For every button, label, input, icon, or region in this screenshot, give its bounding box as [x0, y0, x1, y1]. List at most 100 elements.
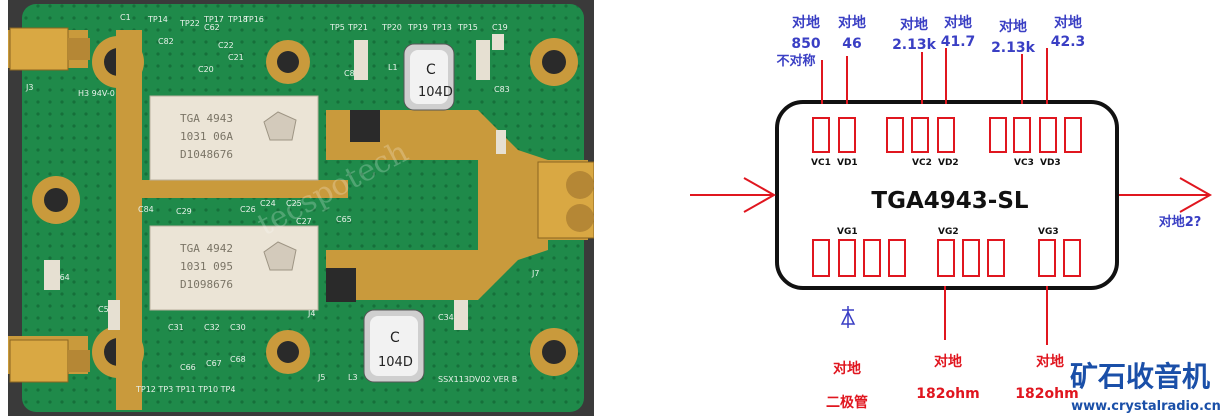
- silk-c65: C65: [336, 215, 352, 224]
- pad-vg3: [1038, 239, 1056, 277]
- vg3-ground-label: 对地: [1036, 353, 1064, 370]
- pad-vc2: [911, 117, 929, 153]
- silk-c21: C21: [228, 53, 244, 62]
- silk-c62: C62: [204, 23, 220, 32]
- vc2-value: 2.13k: [892, 37, 937, 53]
- pin-label-vc2: VC2: [912, 158, 932, 168]
- inductor-bottom-line1: C: [390, 330, 400, 346]
- chip2-line3: D1098676: [180, 278, 233, 291]
- output-ground-note: 对地2?: [1159, 214, 1202, 230]
- silk-l3: L3: [348, 373, 358, 382]
- vd2-value: 41.7: [941, 34, 976, 50]
- silk-c24: C24: [260, 199, 276, 208]
- silk-c31: C31: [168, 323, 184, 332]
- chip2-line2: 1031 095: [180, 260, 233, 273]
- silk-c84: C84: [138, 205, 154, 214]
- chip1-line1: TGA 4943: [180, 112, 233, 125]
- silk-version: SSX113DV02 VER B: [438, 375, 517, 384]
- silk-c22: C22: [218, 41, 234, 50]
- silk-tp17: TP17: [203, 15, 224, 24]
- inductor-top: C 104D: [403, 43, 455, 111]
- vc3-value: 2.13k: [991, 40, 1036, 56]
- pad-vg2: [962, 239, 980, 277]
- brand-logo: 矿石收音机: [1070, 360, 1210, 393]
- silk-tp20: TP20: [381, 23, 402, 32]
- silk-c27: C27: [296, 217, 312, 226]
- input-connectors: [9, 27, 90, 383]
- pad-vd2: [937, 117, 955, 153]
- silk-l1: L1: [388, 63, 398, 72]
- pad-bottom-7: [987, 239, 1005, 277]
- pad-bottom-4: [888, 239, 906, 277]
- pad-vg1: [838, 239, 856, 277]
- silk-c34: C34: [438, 313, 454, 322]
- chip-2: TGA 4942 1031 095 D1098676: [149, 225, 319, 311]
- pin-label-vd2: VD2: [938, 158, 959, 168]
- inductor-top-line1: C: [426, 62, 436, 78]
- chip-1: TGA 4943 1031 06A D1048676: [149, 95, 319, 181]
- chip-name: TGA4943-SL: [871, 188, 1028, 214]
- diode-icon: [840, 306, 856, 328]
- pin-label-vc3: VC3: [1014, 158, 1034, 168]
- silk-tp16: TP16: [243, 15, 264, 24]
- silk-tp18: TP18: [227, 15, 248, 24]
- regulator-top: [350, 110, 380, 142]
- inductor-bottom-line2: 104D: [378, 355, 413, 370]
- silk-j7: J7: [531, 269, 539, 278]
- pad-bottom-3: [863, 239, 881, 277]
- silk-c66: C66: [180, 363, 196, 372]
- pad-bottom-5: [937, 239, 955, 277]
- bottom-leader-lines: [944, 286, 1048, 345]
- silk-c30: C30: [230, 323, 246, 332]
- vc1-note: 不对称: [776, 53, 815, 69]
- vg3-note: 182ohm: [1015, 386, 1078, 402]
- silk-c20: C20: [198, 65, 214, 74]
- regulator-bottom: [326, 268, 356, 302]
- pad-vc3: [1013, 117, 1031, 153]
- vg2-note: 182ohm: [916, 386, 979, 402]
- silk-c5: C5: [98, 305, 109, 314]
- output-connector: [537, 161, 594, 239]
- pad-bottom-9: [1063, 239, 1081, 277]
- vc3-ground-label: 对地: [999, 18, 1027, 35]
- silk-c32: C32: [204, 323, 220, 332]
- silk-tp22: TP22: [179, 19, 200, 28]
- silk-h3: H3 94V-0: [78, 89, 115, 98]
- silk-j3: J3: [25, 83, 33, 92]
- chip1-line3: D1048676: [180, 148, 233, 161]
- silk-c81: C81: [344, 69, 360, 78]
- chip2-line1: TGA 4942: [180, 242, 233, 255]
- pad-vd3: [1039, 117, 1057, 153]
- silk-c82: C82: [158, 37, 174, 46]
- bottom-pad-group: [812, 239, 1081, 277]
- pad-top-3: [886, 117, 904, 153]
- vc1-ground-label: 对地: [792, 14, 820, 31]
- silk-j5: J5: [317, 373, 325, 382]
- vg1-ground-label: 对地: [833, 360, 861, 377]
- vg2-ground-label: 对地: [934, 353, 962, 370]
- pin-label-vg1: VG1: [837, 227, 858, 237]
- vd1-value: 46: [842, 36, 861, 52]
- silk-c1: C1: [120, 13, 131, 22]
- silk-tp19: TP19: [407, 23, 428, 32]
- pcb-photo: TGA 4943 1031 06A D1048676 TGA 4942 1031…: [8, 0, 594, 416]
- inductor-bottom: C 104D: [363, 309, 425, 383]
- silk-c68: C68: [230, 355, 246, 364]
- vd2-ground-label: 对地: [944, 14, 972, 31]
- silk-j4: J4: [307, 309, 315, 318]
- silk-c26: C26: [240, 205, 256, 214]
- pin-label-vc1: VC1: [811, 158, 831, 168]
- vg1-note: 二极管: [826, 394, 868, 411]
- vd3-ground-label: 对地: [1054, 14, 1082, 31]
- silk-c83: C83: [494, 85, 510, 94]
- pad-top-6: [989, 117, 1007, 153]
- brand-url: www.crystalradio.cn: [1071, 399, 1221, 414]
- inductor-top-line2: 104D: [418, 85, 453, 100]
- pad-top-9: [1064, 117, 1082, 153]
- silk-tp21: TP21: [347, 23, 368, 32]
- pad-vd1: [838, 117, 856, 153]
- input-arrow-icon: [690, 177, 777, 213]
- output-arrow-icon: [1119, 177, 1213, 213]
- chip1-line2: 1031 06A: [180, 130, 233, 143]
- silk-c25: C25: [286, 199, 302, 208]
